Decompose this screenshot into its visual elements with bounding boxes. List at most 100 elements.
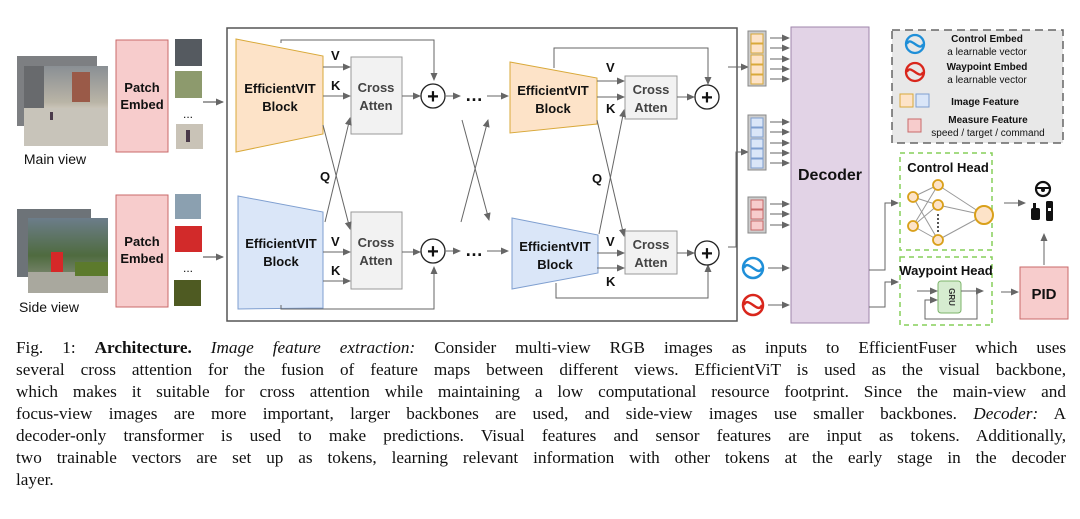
svg-text:Q: Q: [592, 171, 602, 186]
caption-text: layer.: [16, 470, 54, 489]
svg-text:Q: Q: [320, 169, 330, 184]
svg-text:K: K: [331, 263, 341, 278]
cross-atten-main-1: [350, 56, 403, 135]
main-view-label: Main view: [24, 151, 87, 167]
svg-text:Cross: Cross: [358, 235, 395, 250]
svg-text:EfficientVIT: EfficientVIT: [245, 236, 317, 251]
caption-line: focus-view images are more important, la…: [16, 403, 1066, 425]
svg-text:Control Head: Control Head: [907, 160, 989, 175]
side-view-images: [17, 209, 108, 293]
svg-text:+: +: [427, 241, 439, 263]
patch-embed-main: Patch Embed: [115, 39, 169, 153]
add-node-side-n: +: [694, 240, 720, 266]
main-backbone-1: [235, 38, 324, 153]
ellipsis-side: …: [465, 240, 483, 260]
svg-text:V: V: [331, 234, 340, 249]
caption-text: A: [1038, 404, 1067, 423]
svg-text:GRU: GRU: [947, 288, 956, 306]
cross-atten-main-n: [624, 75, 678, 120]
caption-text: several cross attention for the fusion o…: [16, 360, 1066, 379]
decoder-label: Decoder: [798, 167, 862, 184]
svg-text:a learnable vector: a learnable vector: [947, 75, 1027, 86]
svg-text:Atten: Atten: [634, 255, 667, 270]
caption-italic: Decoder:: [973, 404, 1039, 423]
svg-text:Atten: Atten: [359, 253, 392, 268]
main-patches: ...: [175, 39, 203, 149]
control-embed-token-icon: [741, 256, 765, 280]
caption-line: several cross attention for the fusion o…: [16, 359, 1066, 381]
svg-text:...: ...: [183, 261, 193, 275]
svg-text:Atten: Atten: [634, 100, 667, 115]
caption-text: which makes it suitable for cross attent…: [16, 382, 1066, 401]
waypoint-head: Waypoint Head GRU: [899, 256, 993, 326]
svg-text:V: V: [606, 60, 615, 75]
add-node-main-n: +: [694, 84, 720, 110]
encoder-frame: [226, 27, 738, 322]
caption-line: which makes it suitable for cross attent…: [16, 381, 1066, 403]
legend: Control Embed a learnable vector Waypoin…: [891, 29, 1064, 144]
add-node-main-1: +: [420, 83, 446, 109]
pid-block: [1019, 266, 1069, 320]
control-head: Control Head: [899, 152, 994, 251]
side-patches: ...: [174, 194, 202, 306]
side-backbone-1: [237, 195, 324, 310]
svg-text:K: K: [331, 78, 341, 93]
svg-text:Patch: Patch: [124, 80, 159, 95]
side-view-label: Side view: [19, 299, 80, 315]
svg-text:Embed: Embed: [120, 97, 163, 112]
caption-text: two trainable vectors are set up as toke…: [16, 448, 1066, 467]
caption-line: layer.: [16, 469, 1066, 491]
svg-text:V: V: [606, 234, 615, 249]
pid-label: PID: [1031, 286, 1056, 303]
svg-text:Control Embed: Control Embed: [951, 34, 1023, 45]
svg-text:+: +: [701, 87, 713, 109]
main-view-images: [17, 56, 108, 146]
architecture-figure: Main view Side view Patch Embed Patch Em…: [17, 26, 1069, 326]
patch-embed-side: Patch Embed: [115, 194, 169, 308]
side-backbone-n: [511, 217, 599, 290]
caption-text: decoder-only transformer is used to make…: [16, 426, 1066, 445]
svg-text:Block: Block: [535, 101, 571, 116]
svg-text:+: +: [427, 86, 439, 108]
caption-line: Fig. 1: Architecture. Image feature extr…: [16, 337, 1066, 359]
steering-wheel-icon: [1034, 180, 1052, 198]
svg-text:K: K: [606, 101, 616, 116]
svg-text:Image Feature: Image Feature: [951, 97, 1019, 108]
waypoint-embed-legend-icon: [904, 61, 926, 83]
cross-atten-side-n: [624, 230, 678, 275]
control-embed-legend-icon: [904, 33, 926, 55]
measure-tokens: [747, 196, 767, 234]
caption-bold: Architecture.: [94, 338, 192, 357]
svg-text:Cross: Cross: [633, 82, 670, 97]
svg-text:Waypoint Head: Waypoint Head: [899, 263, 992, 278]
main-image-tokens: [747, 30, 767, 87]
svg-text:Embed: Embed: [120, 251, 163, 266]
caption-text: Consider multi-view RGB images as inputs…: [415, 338, 1067, 357]
token-arrows: [768, 34, 790, 309]
caption-line: decoder-only transformer is used to make…: [16, 425, 1066, 447]
main-backbone-n: [509, 61, 598, 134]
svg-text:EfficientVIT: EfficientVIT: [517, 83, 589, 98]
svg-text:Waypoint Embed: Waypoint Embed: [947, 62, 1028, 73]
side-image-tokens: [747, 114, 767, 171]
svg-text:Block: Block: [263, 254, 299, 269]
svg-text:Block: Block: [537, 257, 573, 272]
svg-text:V: V: [331, 48, 340, 63]
svg-text:...: ...: [183, 107, 193, 121]
cross-atten-side-1: [350, 211, 403, 290]
decoder-block: [790, 26, 870, 324]
caption-text: focus-view images are more important, la…: [16, 404, 974, 423]
svg-text:Block: Block: [262, 99, 298, 114]
svg-text:+: +: [701, 243, 713, 265]
svg-text:speed / target / command: speed / target / command: [931, 128, 1044, 139]
svg-text:Cross: Cross: [633, 237, 670, 252]
svg-text:Atten: Atten: [359, 98, 392, 113]
svg-text:EfficientVIT: EfficientVIT: [519, 239, 591, 254]
svg-text:Measure Feature: Measure Feature: [948, 115, 1028, 126]
waypoint-embed-token-icon: [741, 293, 765, 317]
svg-text:EfficientVIT: EfficientVIT: [244, 81, 316, 96]
svg-text:Cross: Cross: [358, 80, 395, 95]
add-node-side-1: +: [420, 238, 446, 264]
figure-caption: Fig. 1: Architecture. Image feature extr…: [16, 337, 1066, 491]
svg-text:a learnable vector: a learnable vector: [947, 47, 1027, 58]
